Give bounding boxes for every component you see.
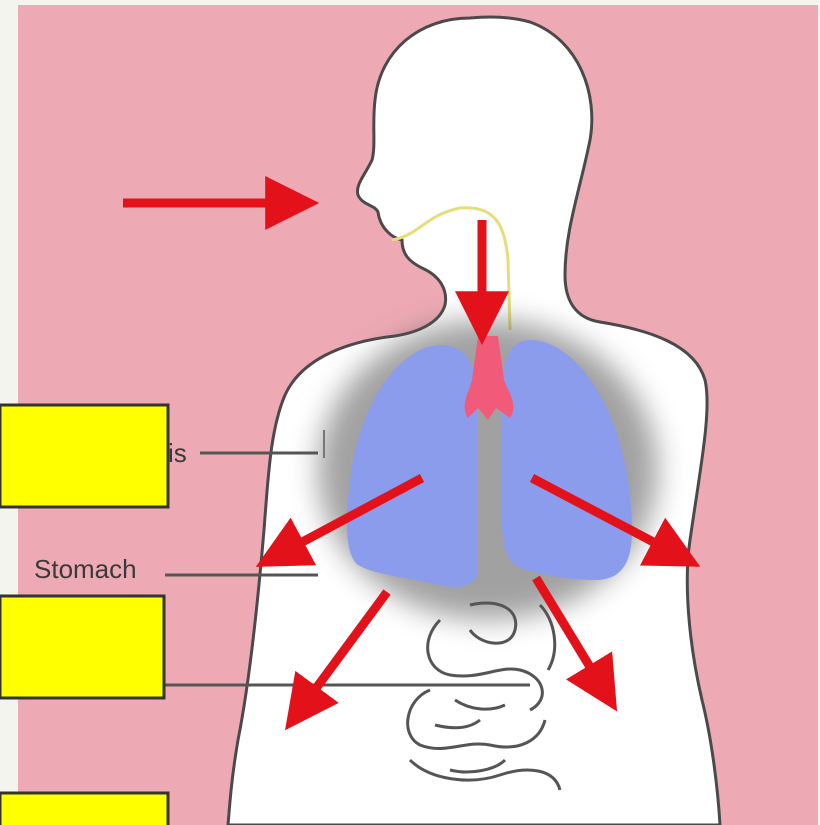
cover-box-bottom bbox=[0, 793, 168, 825]
partial-label-text: is bbox=[168, 438, 187, 468]
cover-box-middle bbox=[0, 596, 164, 698]
stomach-label: Stomach bbox=[34, 554, 137, 584]
cover-box-top bbox=[0, 405, 168, 507]
